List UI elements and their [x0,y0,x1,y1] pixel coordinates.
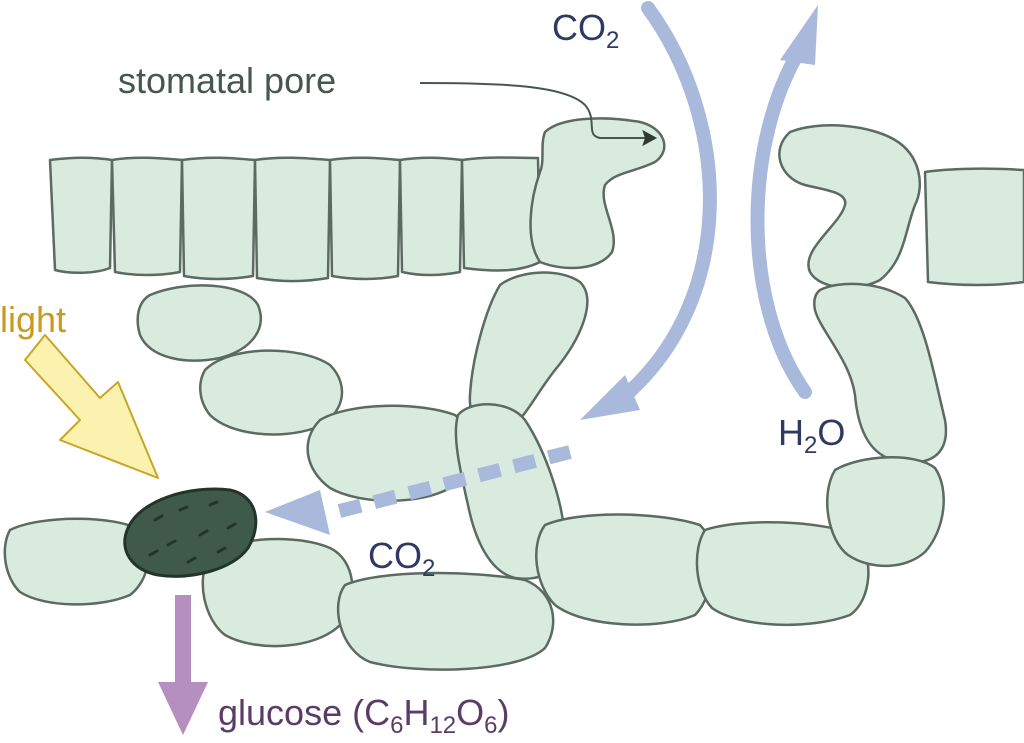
spongy-mesophyll [3,271,948,671]
co2-bottom-label: CO2 [368,535,435,582]
epidermis-cell [328,156,402,281]
guard-cell-right [778,124,922,289]
mesophyll-cell [306,404,469,502]
mesophyll-cell [826,456,945,568]
co2-diffusion-arrow [265,445,572,535]
mesophyll-cell [136,284,263,362]
epidermis-cell [48,156,114,274]
epidermis-cell [923,167,1024,287]
epidermis-cell [398,156,464,277]
stomatal-pore-label: stomatal pore [118,60,336,101]
mesophyll-cell [468,271,589,435]
h2o-outflow-arrow [750,5,818,399]
co2-top-label: CO2 [552,7,619,54]
glucose-arrow [158,595,208,735]
mesophyll-cell [535,513,714,626]
mesophyll-cell [695,520,870,627]
chloroplast-body [123,487,258,578]
co2-inflow-arrow [580,1,717,420]
chloroplast [123,487,258,578]
h2o-label: H2O [778,412,845,459]
epidermis-cell [110,156,184,277]
upper-epidermis-left [48,156,542,283]
chloroplast-texture [148,500,237,564]
epidermis-cell [180,156,257,281]
stomatal-pore-pointer [419,82,658,147]
light-label: light [0,299,66,340]
glucose-label: glucose (C6H12O6) [218,692,510,739]
epidermis-cell [253,156,332,283]
mesophyll-cell [336,571,555,671]
guard-cell-left [529,117,666,270]
epidermis-cell [460,156,542,272]
mesophyll-cell [3,517,150,606]
light-arrow [24,334,159,479]
